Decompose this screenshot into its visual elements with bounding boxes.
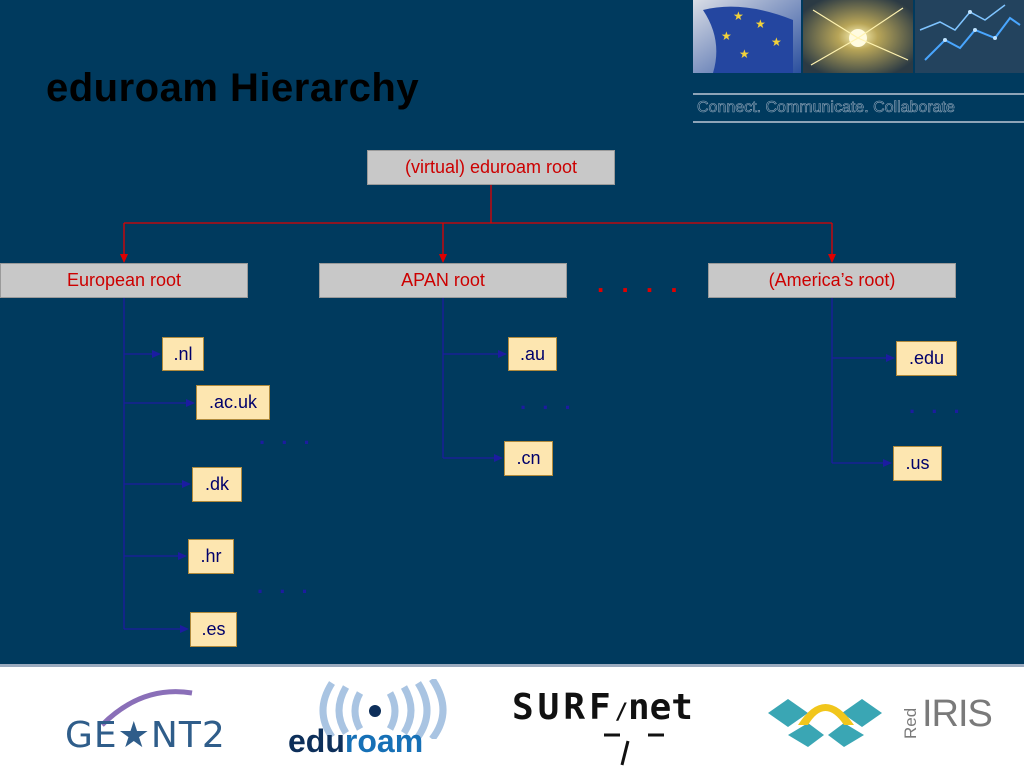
tld-us: .us xyxy=(893,446,942,481)
more-regions-ellipsis: . . . . xyxy=(597,268,683,298)
apan-root-label: APAN root xyxy=(401,270,485,290)
surfnet-mark-icon xyxy=(604,733,664,766)
svg-text:★: ★ xyxy=(721,29,732,43)
surfnet-slash: / xyxy=(614,700,628,725)
surfnet-wordmark-surf: SURF xyxy=(512,687,615,728)
page-title: eduroam Hierarchy xyxy=(46,66,420,110)
virtual-root-label: (virtual) eduroam root xyxy=(404,157,578,177)
tld-edu: .edu xyxy=(896,341,957,376)
european-root-node: European root xyxy=(0,263,248,298)
light-burst-photo xyxy=(803,0,913,73)
tld-ac-uk: .ac.uk xyxy=(196,385,270,420)
geant2-swoosh-icon xyxy=(100,689,193,727)
eduroam-waves-icon xyxy=(319,679,447,739)
svg-text:★: ★ xyxy=(733,9,744,23)
tld-au: .au xyxy=(508,337,557,371)
header-banner: ★★★★★ xyxy=(693,0,1024,73)
america-root-node: (America’s root) xyxy=(708,263,956,298)
tld-nl: .nl xyxy=(162,337,204,371)
eduroam-logo: eduroam xyxy=(280,679,470,765)
europe-ellipsis-1: . . . xyxy=(259,424,315,449)
surfnet-wordmark: SURF/net xyxy=(512,687,693,728)
hierarchy-connectors xyxy=(120,185,895,633)
rediris-logo: Red IRIS xyxy=(768,691,1008,761)
apan-ellipsis: . . . xyxy=(520,389,576,414)
geant2-wordmark: GE★NT2 xyxy=(65,715,226,756)
tagline-rule-top xyxy=(693,93,1024,95)
america-root-label: (America’s root) xyxy=(768,270,896,290)
tagline-rule-bottom xyxy=(693,121,1024,123)
eduroam-wordmark-edu: edu xyxy=(288,723,345,759)
surfnet-logo: SURF/net xyxy=(510,687,725,768)
surfnet-wordmark-net: net xyxy=(627,687,693,728)
eduroam-wordmark-roam: roam xyxy=(344,723,424,759)
europe-ellipsis-2: . . . xyxy=(257,573,313,598)
network-map-photo xyxy=(915,0,1024,73)
tld-dk: .dk xyxy=(192,467,242,502)
tagline: Connect. Communicate. Collaborate xyxy=(697,99,956,117)
svg-text:★: ★ xyxy=(771,35,782,49)
footer-logo-bar: GE★NT2 eduroam SURF/net xyxy=(0,664,1024,768)
european-root-label: European root xyxy=(66,270,182,290)
virtual-root-node: (virtual) eduroam root xyxy=(367,150,615,185)
geant2-logo: GE★NT2 xyxy=(62,683,252,759)
rediris-mark-icon xyxy=(768,699,882,747)
rediris-wordmark-iris: IRIS xyxy=(922,693,993,735)
rediris-wordmark-red: Red xyxy=(901,707,920,739)
eu-flag-photo: ★★★★★ xyxy=(693,0,801,73)
tld-es: .es xyxy=(190,612,237,647)
tld-cn: .cn xyxy=(504,441,553,476)
tld-hr: .hr xyxy=(188,539,234,574)
svg-text:★: ★ xyxy=(755,17,766,31)
apan-root-node: APAN root xyxy=(319,263,567,298)
eduroam-wordmark: eduroam xyxy=(288,723,423,760)
svg-text:★: ★ xyxy=(739,47,750,61)
america-ellipsis: . . . xyxy=(909,393,965,418)
